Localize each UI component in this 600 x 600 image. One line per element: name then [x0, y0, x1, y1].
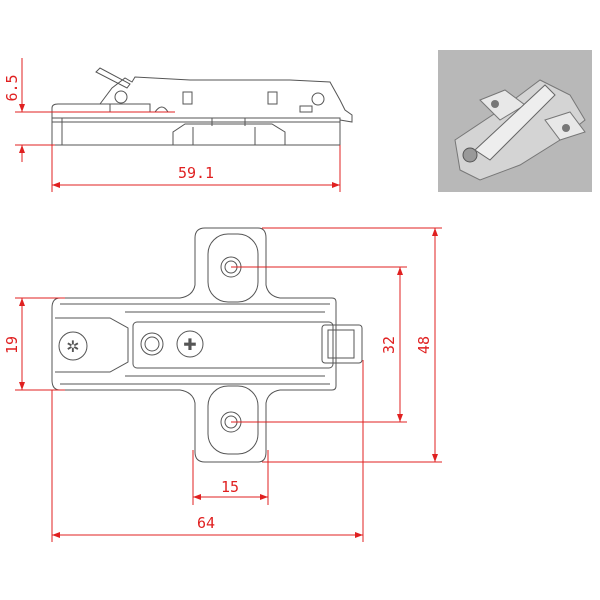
side-view	[51, 67, 353, 146]
dim-total-height: 48	[415, 336, 433, 354]
dim-wing-width: 15	[221, 478, 239, 496]
svg-text:✚: ✚	[183, 335, 196, 354]
dimension-lines	[15, 58, 442, 542]
plan-view: ✲ ✚	[51, 227, 363, 463]
dim-hole-spacing: 32	[380, 336, 398, 354]
dim-plate-width: 19	[3, 336, 21, 354]
dim-side-height: 6.5	[3, 74, 21, 101]
svg-text:✲: ✲	[66, 337, 79, 356]
dim-side-length: 59.1	[178, 164, 214, 182]
dim-total-length: 64	[197, 514, 215, 532]
product-photo	[438, 50, 592, 192]
